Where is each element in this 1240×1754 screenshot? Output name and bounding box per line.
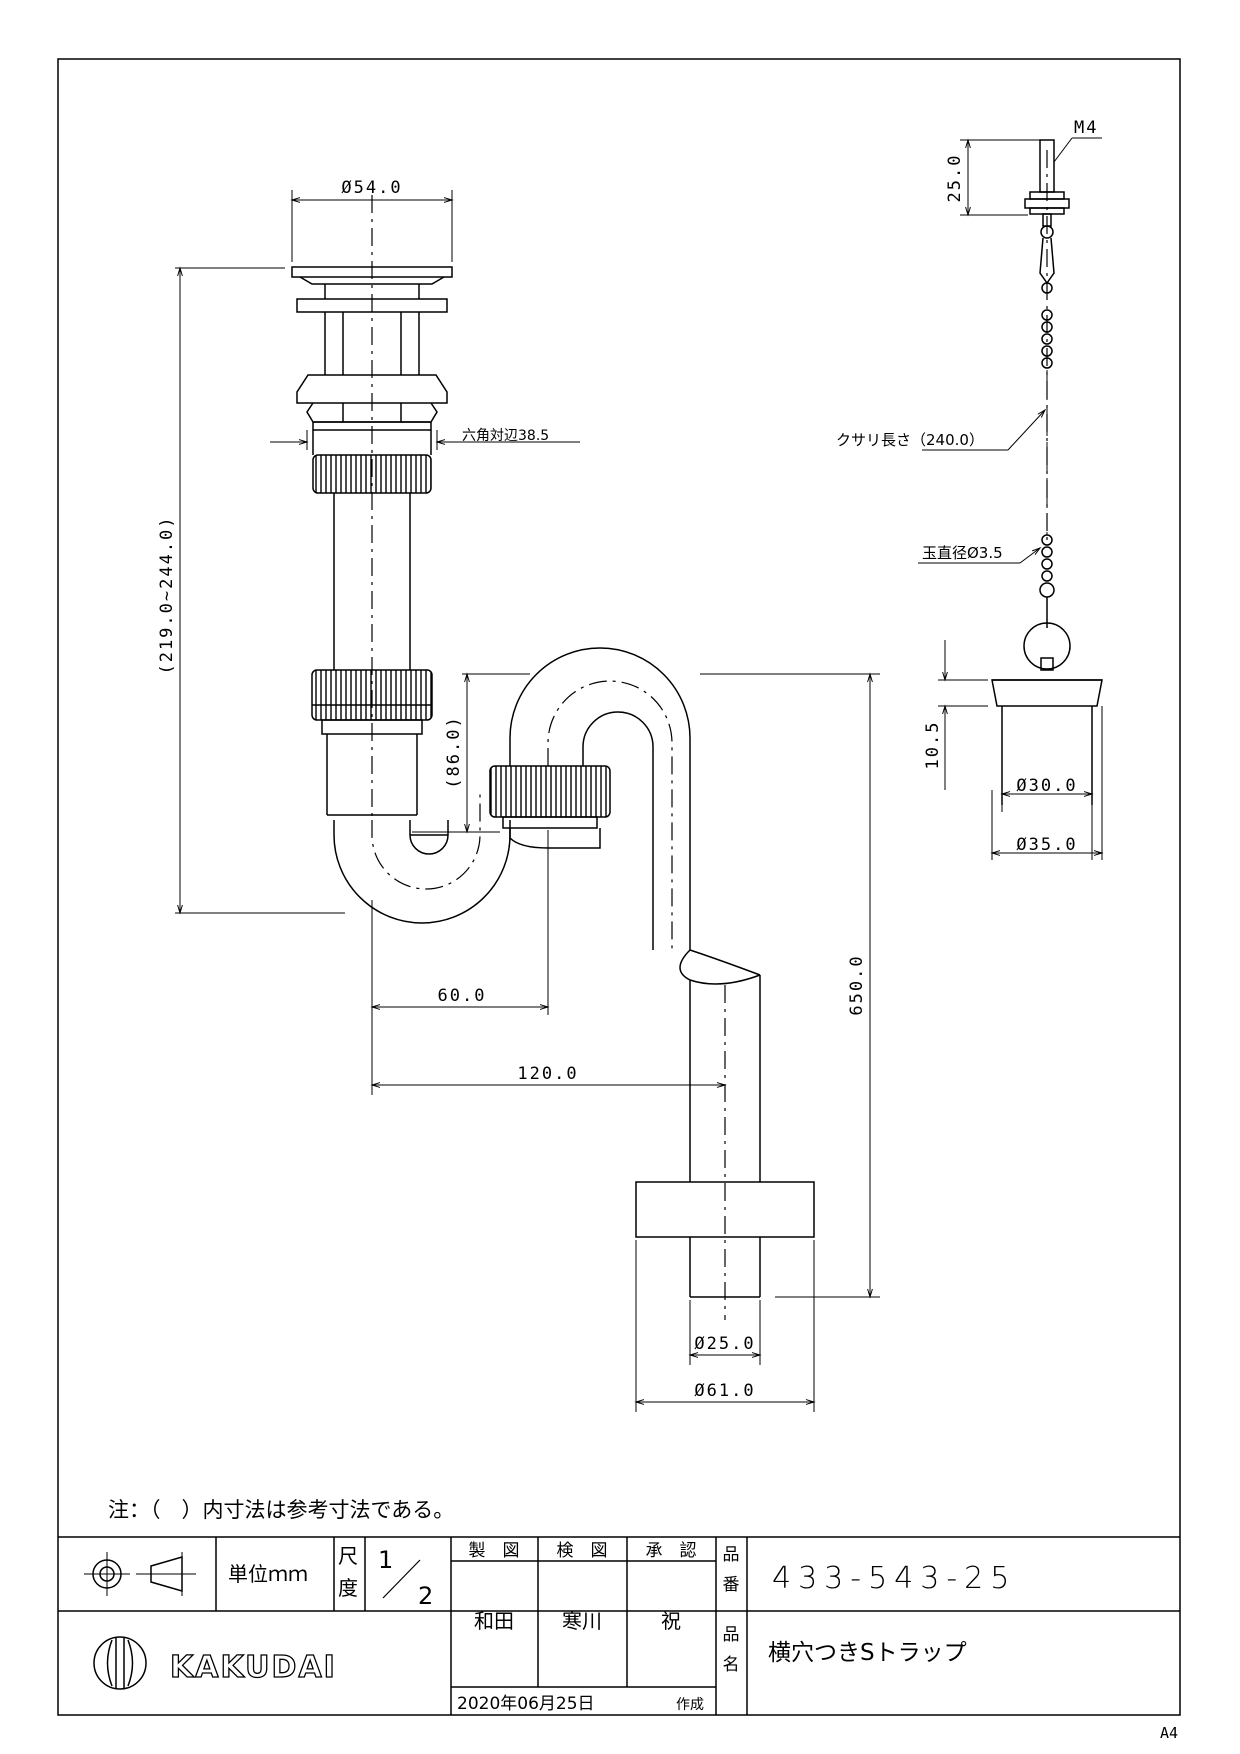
part-name: 横穴つきSトラップ [768,1640,967,1666]
chain-dimension-lines [918,137,1104,860]
checked-label: 検 図 [557,1541,608,1561]
drawn-label: 製 図 [469,1541,520,1561]
dim-hex: 六角対辺38.5 [462,428,549,444]
approved-by: 祝 [661,1609,681,1633]
sheet-border [57,58,1181,1716]
reference-note: 注：（ ）内寸法は参考寸法である。 [108,1498,454,1522]
dim-stem-length: 25.0 [945,154,965,203]
scale-label-2: 度 [338,1576,358,1600]
drawing-date: 2020年06月25日 [457,1694,595,1714]
approved-label: 承 認 [646,1541,697,1561]
dim-pipe-diameter: Ø25.0 [694,1334,755,1354]
chain-plug-drawing [991,139,1103,805]
dim-60: 60.0 [438,986,487,1006]
dim-head-diameter: Ø54.0 [341,178,402,198]
created-label: 作成 [676,1697,704,1713]
part-name-label-2: 名 [723,1655,740,1675]
centerlines [371,150,1048,1320]
dim-flange-diameter: Ø61.0 [694,1381,755,1401]
part-no-label-1: 品 [723,1545,740,1565]
dim-thread: M4 [1074,118,1098,138]
dim-trap-depth: (86.0) [444,715,464,788]
dim-650: 650.0 [847,954,867,1015]
scale-denominator: 2 [418,1582,433,1610]
scale-label-1: 尺 [338,1544,358,1568]
s-trap-drawing [291,266,815,1298]
dim-plug-bottom: Ø30.0 [1016,776,1077,796]
dim-plug-height: 10.5 [923,721,943,770]
dim-chain-length: クサリ長さ（240.0） [836,431,984,449]
company-name: KAKUDAI [170,1650,337,1685]
dimension-texts: Ø54.0 六角対辺38.5 (219.0~244.0) (86.0) 60.0… [157,118,1098,1401]
dim-ball-diameter: 玉直径Ø3.5 [922,544,1003,562]
scale-numerator: 1 [378,1546,393,1574]
dimension-lines [175,190,880,1412]
part-name-label-1: 品 [723,1625,740,1645]
unit-label: 単位ｍｍ [228,1562,308,1586]
title-block-texts: 単位ｍｍ 尺 度 1 2 製 図 検 図 承 認 和田 寒川 祝 品 番 433… [169,1541,1178,1742]
drawn-by: 和田 [474,1609,514,1633]
paper-size: A4 [1160,1724,1178,1742]
part-number: 433-543-25 [772,1561,1016,1596]
title-block [58,1536,1180,1715]
dim-overall-height: (219.0~244.0) [157,515,177,674]
checked-by: 寒川 [562,1609,602,1633]
part-no-label-2: 番 [723,1575,740,1595]
dim-plug-top: Ø35.0 [1016,835,1077,855]
dim-120: 120.0 [517,1064,578,1084]
